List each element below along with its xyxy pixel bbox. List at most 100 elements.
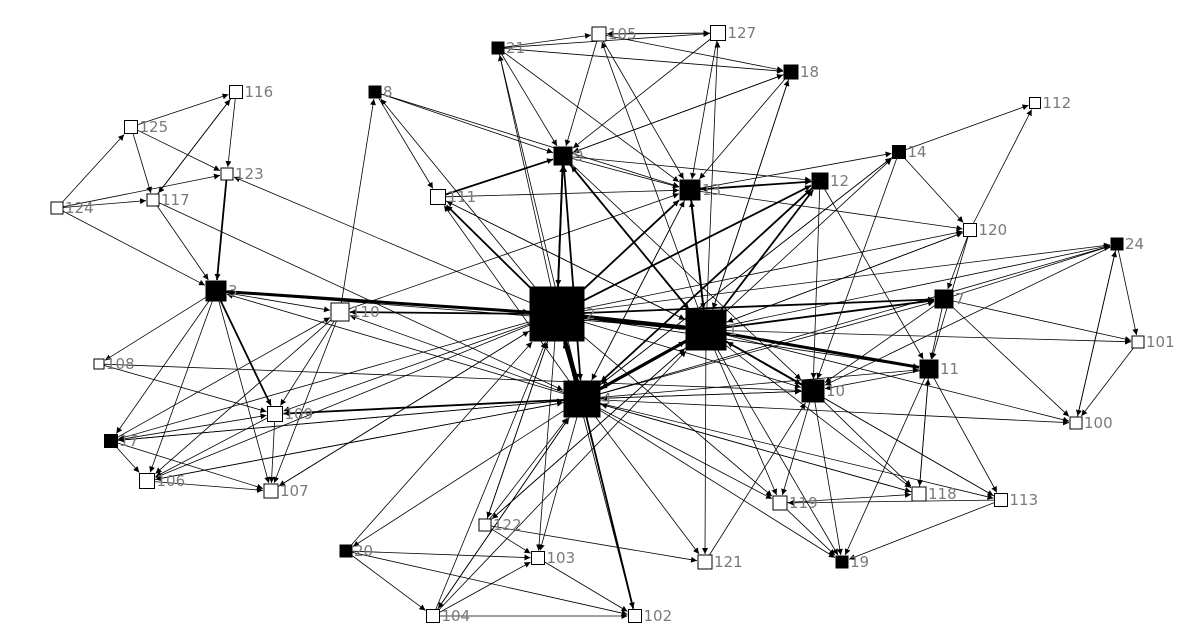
node-109[interactable]: 109 (267, 405, 314, 423)
node-125[interactable]: 125 (124, 118, 169, 136)
node-12[interactable]: 12 (811, 172, 849, 190)
node-100[interactable]: 100 (1069, 414, 1113, 432)
node-label-17: 17 (120, 432, 139, 450)
node-square-empty[interactable] (146, 193, 160, 207)
node-113[interactable]: 113 (994, 491, 1039, 509)
node-108[interactable]: 108 (93, 355, 135, 373)
node-103[interactable]: 103 (531, 549, 576, 567)
node-14[interactable]: 14 (892, 143, 927, 161)
node-127[interactable]: 127 (710, 24, 757, 42)
edge-108-to-109 (103, 365, 267, 413)
node-square-empty[interactable] (697, 554, 713, 570)
node-18[interactable]: 18 (783, 63, 819, 81)
node-102[interactable]: 102 (628, 607, 673, 625)
node-square-filled[interactable] (934, 289, 954, 309)
node-24[interactable]: 24 (1110, 235, 1144, 253)
node-square-filled[interactable] (529, 286, 585, 342)
edge-7-to-24 (952, 245, 1111, 297)
edge-2-to-123 (233, 176, 531, 303)
node-119[interactable]: 119 (772, 494, 818, 512)
edge-2-to-8 (380, 98, 536, 288)
edge-8-to-9 (380, 93, 554, 154)
node-square-empty[interactable] (220, 167, 234, 181)
node-square-filled[interactable] (801, 379, 825, 403)
node-110[interactable]: 110 (330, 302, 380, 322)
node-square-filled[interactable] (563, 380, 601, 418)
node-122[interactable]: 122 (478, 516, 522, 534)
node-20[interactable]: 20 (339, 542, 373, 560)
node-square-filled[interactable] (1110, 237, 1124, 251)
node-107[interactable]: 107 (263, 482, 309, 500)
node-square-empty[interactable] (911, 486, 927, 502)
node-124[interactable]: 124 (50, 199, 94, 217)
node-label-124: 124 (65, 199, 94, 217)
node-square-empty[interactable] (50, 201, 64, 215)
edge-2-to-119 (583, 336, 773, 497)
edge-124-to-125 (62, 134, 125, 203)
node-112[interactable]: 112 (1029, 94, 1072, 112)
node-19[interactable]: 19 (835, 553, 869, 571)
node-square-empty[interactable] (591, 26, 607, 42)
node-square-empty[interactable] (139, 473, 155, 489)
node-square-empty[interactable] (1069, 416, 1083, 430)
node-square-empty[interactable] (430, 189, 446, 205)
node-8[interactable]: 8 (368, 83, 393, 101)
node-2[interactable]: 2 (529, 286, 596, 342)
node-square-empty[interactable] (1131, 335, 1145, 349)
node-square-filled[interactable] (919, 359, 939, 379)
node-9[interactable]: 9 (553, 146, 584, 166)
node-101[interactable]: 101 (1131, 333, 1175, 351)
node-square-empty[interactable] (531, 551, 545, 565)
node-square-filled[interactable] (339, 544, 353, 558)
node-label-2: 2 (586, 305, 596, 323)
node-label-121: 121 (714, 553, 743, 571)
node-7[interactable]: 7 (934, 289, 965, 309)
node-121[interactable]: 121 (697, 553, 743, 571)
node-square-empty[interactable] (628, 609, 642, 623)
node-square-empty[interactable] (124, 120, 138, 134)
node-square-filled[interactable] (679, 179, 701, 201)
node-1[interactable]: 1 (685, 309, 738, 351)
node-square-empty[interactable] (1029, 97, 1041, 109)
node-square-filled[interactable] (491, 41, 505, 55)
node-square-filled[interactable] (553, 146, 573, 166)
node-111[interactable]: 111 (430, 188, 477, 206)
node-10[interactable]: 10 (801, 379, 845, 403)
node-117[interactable]: 117 (146, 191, 190, 209)
node-13[interactable]: 13 (679, 179, 721, 201)
node-square-filled[interactable] (892, 145, 906, 159)
node-square-empty[interactable] (772, 495, 788, 511)
node-square-filled[interactable] (104, 434, 118, 448)
node-4[interactable]: 4 (563, 380, 612, 418)
node-square-empty[interactable] (478, 518, 492, 532)
node-11[interactable]: 11 (919, 359, 959, 379)
node-120[interactable]: 120 (963, 221, 1008, 239)
node-118[interactable]: 118 (911, 485, 957, 503)
node-square-filled[interactable] (368, 85, 382, 99)
edge-111-to-9 (445, 158, 554, 196)
node-square-filled[interactable] (685, 309, 727, 351)
node-square-empty[interactable] (267, 406, 283, 422)
node-square-filled[interactable] (811, 172, 829, 190)
node-21[interactable]: 21 (491, 39, 525, 57)
node-square-filled[interactable] (835, 555, 849, 569)
node-17[interactable]: 17 (104, 432, 139, 450)
edge-104-to-103 (439, 561, 531, 613)
node-square-empty[interactable] (710, 25, 726, 41)
node-105[interactable]: 105 (591, 25, 637, 43)
node-square-empty[interactable] (263, 483, 279, 499)
node-square-filled[interactable] (783, 64, 799, 80)
node-square-empty[interactable] (994, 493, 1008, 507)
node-123[interactable]: 123 (220, 165, 264, 183)
node-square-empty[interactable] (963, 223, 977, 237)
edge-1-to-127 (706, 41, 721, 311)
node-square-filled[interactable] (205, 280, 227, 302)
node-106[interactable]: 106 (139, 472, 186, 490)
node-square-empty[interactable] (93, 358, 105, 370)
node-square-empty[interactable] (330, 302, 350, 322)
node-116[interactable]: 116 (229, 83, 274, 101)
node-104[interactable]: 104 (426, 607, 471, 625)
node-square-empty[interactable] (426, 609, 440, 623)
node-square-empty[interactable] (229, 85, 243, 99)
node-3[interactable]: 3 (205, 280, 238, 302)
